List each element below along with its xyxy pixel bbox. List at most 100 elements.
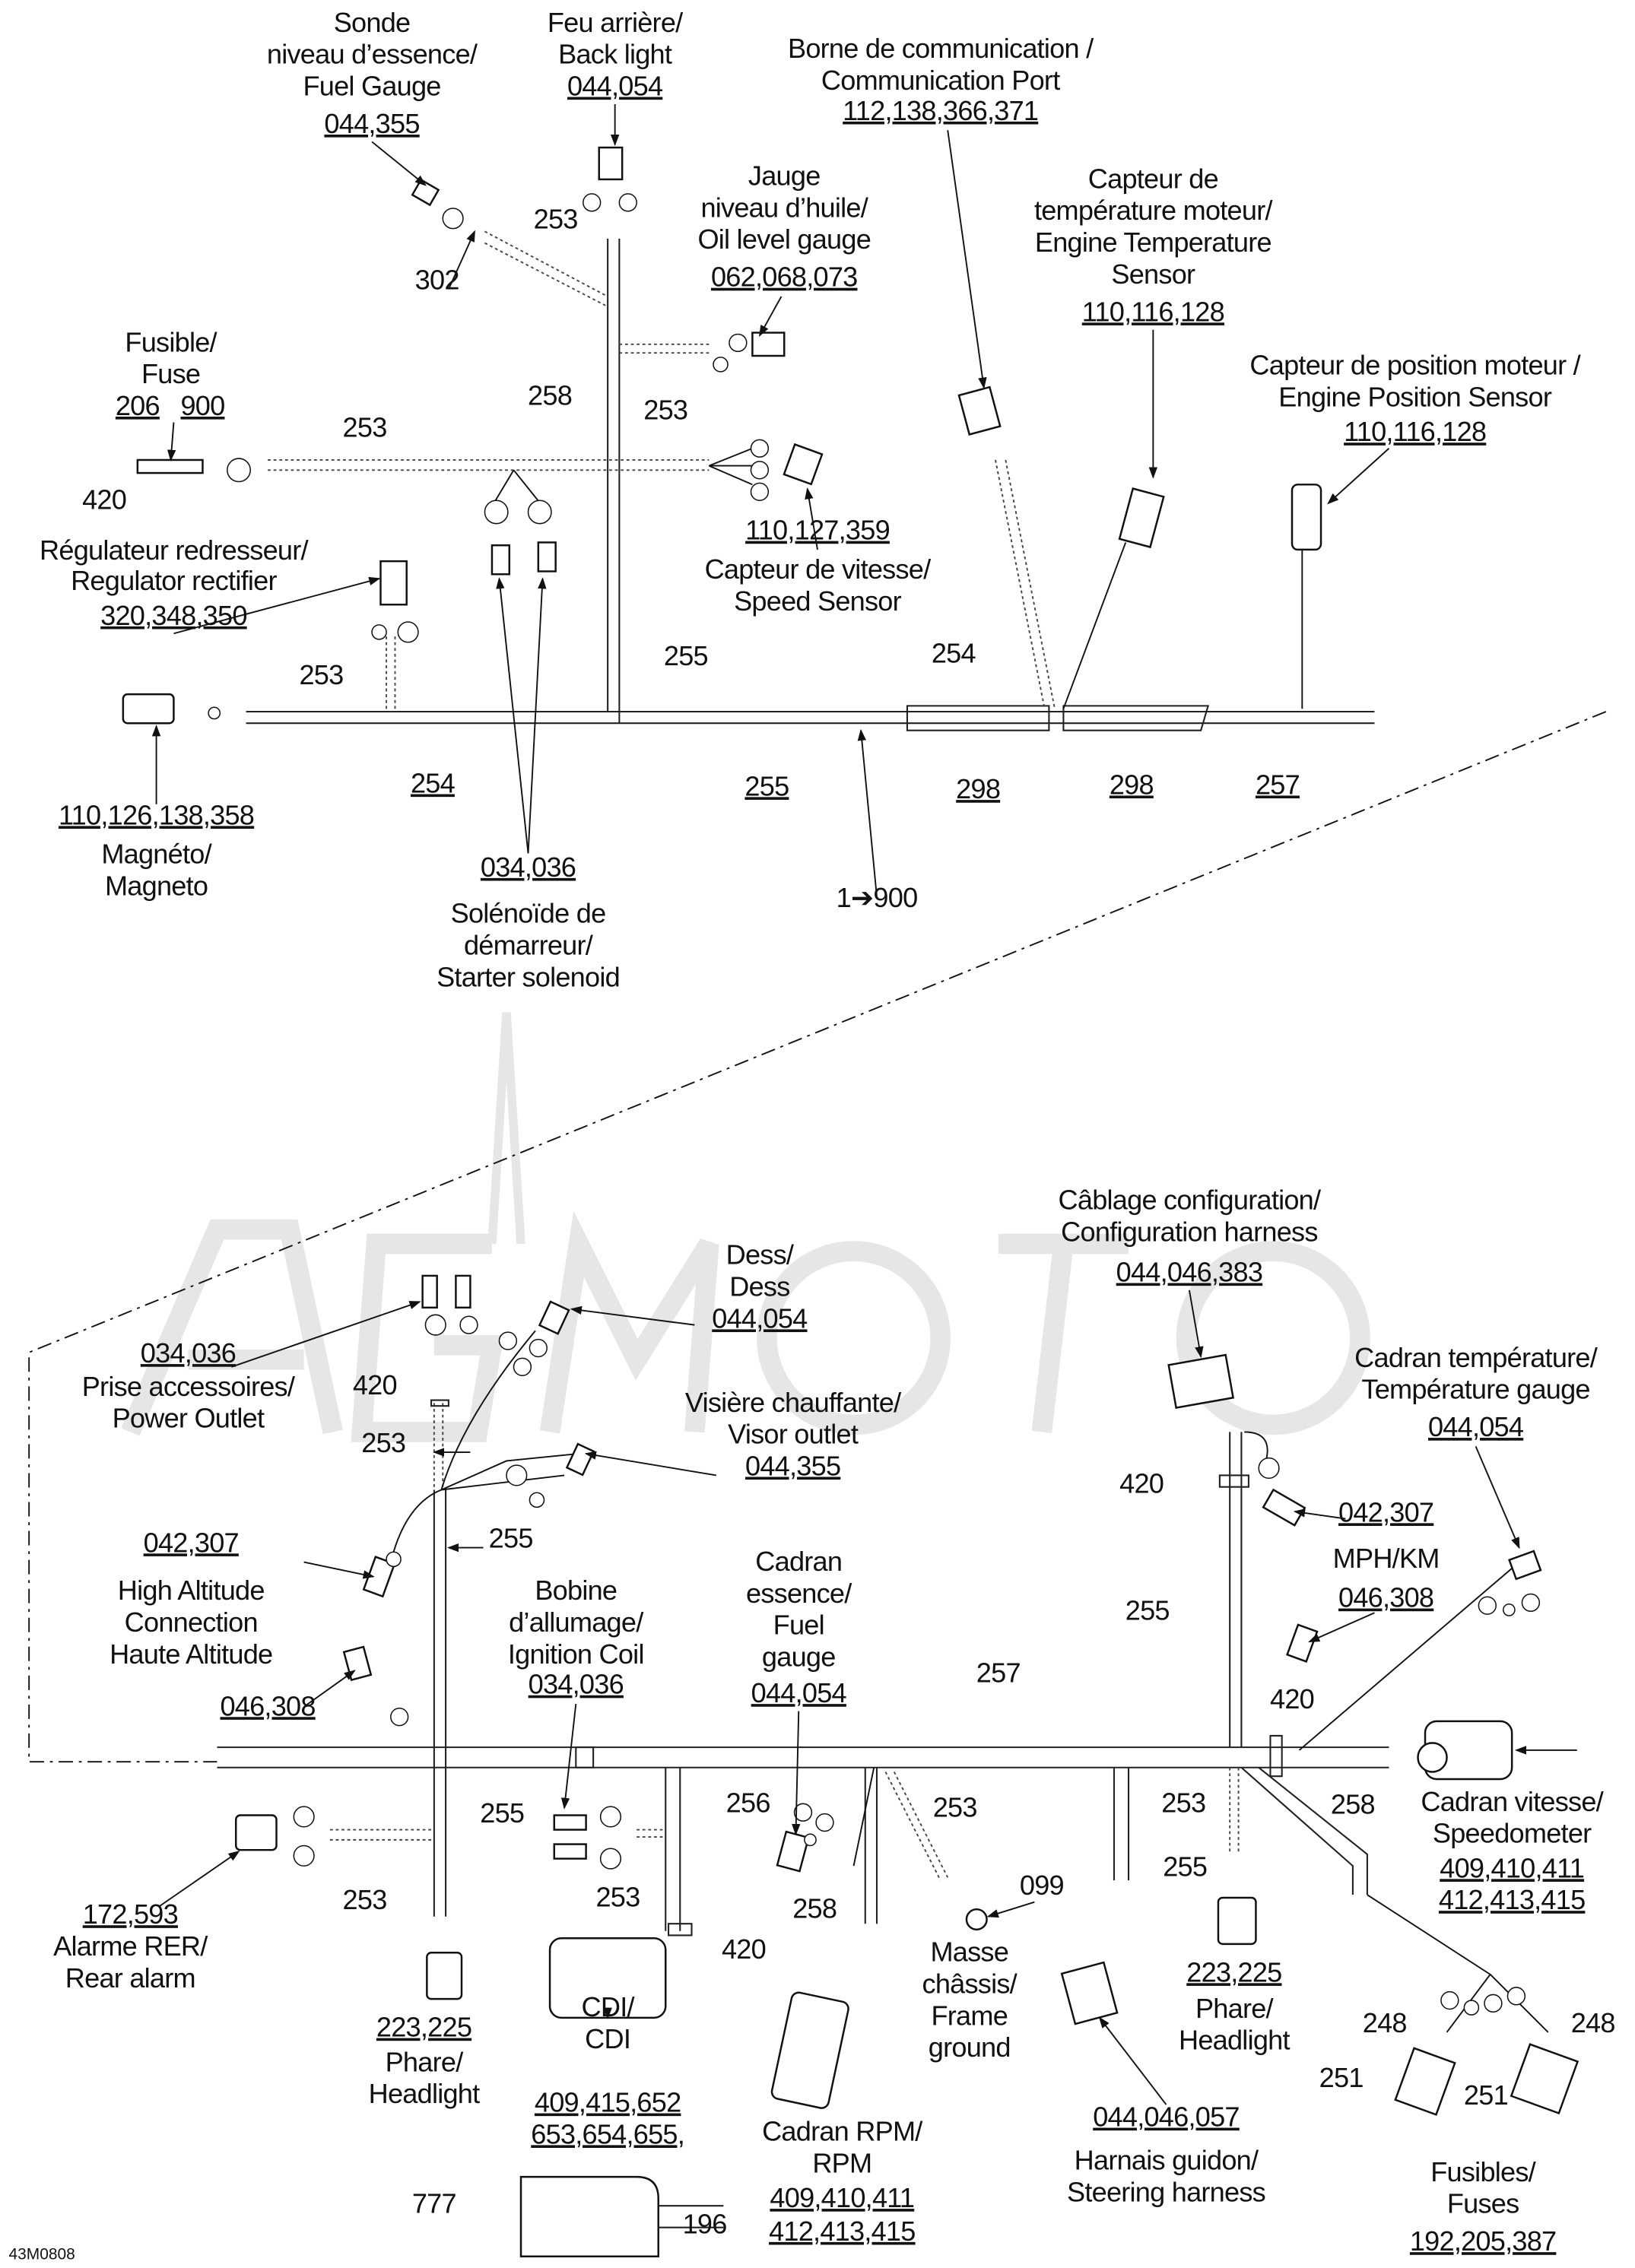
temperature-gauge-connector <box>1508 1550 1542 1581</box>
part-number: 412,413,415 <box>1439 1884 1586 1915</box>
callout-text: niveau d’essence/ <box>267 39 478 70</box>
callout-text: Fuel Gauge <box>303 71 440 102</box>
part-number: 110,116,128 <box>1082 296 1224 327</box>
part-number: 206 <box>116 390 160 421</box>
leader-arrow <box>303 1670 356 1708</box>
leader-arrow <box>1188 1289 1204 1359</box>
solenoid-connector-1 <box>490 544 511 576</box>
leader-arrow <box>158 1851 240 1908</box>
callout-text: Speed Sensor <box>734 585 902 617</box>
callout-text: Headlight <box>369 2078 481 2109</box>
wire-ref-254: 254 <box>932 637 976 668</box>
diagram-id: 43M0808 <box>9 2246 75 2263</box>
wire-ref-253: 253 <box>1161 1787 1205 1819</box>
wire-ref-253: 253 <box>534 204 578 235</box>
part-number: 409,410,411 <box>1440 1852 1584 1883</box>
wire-ref-257: 257 <box>1256 769 1300 800</box>
top-connectors <box>122 146 1322 725</box>
part-number: 110,126,138,358 <box>59 799 254 830</box>
power-outlet-terminal-2 <box>455 1274 471 1309</box>
callout-configuration-harness: Câblage configuration/Configuration harn… <box>1059 1184 1322 1287</box>
callout-text: Solénoïde de <box>451 898 606 929</box>
callout-text: Phare/ <box>386 2046 465 2077</box>
callout-text: Régulateur redresseur/ <box>40 534 309 566</box>
callout-text: ground <box>929 2032 1011 2063</box>
wire-ref-258: 258 <box>792 1893 837 1924</box>
part-number: 112,138,366,371 <box>843 95 1038 126</box>
callout-text: Cadran <box>755 1546 842 1577</box>
callout-text: Frame <box>931 2000 1008 2031</box>
part-number: 172,593 <box>83 1898 178 1930</box>
leader-lines <box>151 103 1577 2105</box>
dess-connector <box>538 1300 570 1335</box>
part-number: 409,415,652 <box>535 2087 681 2118</box>
callout-text: Speedometer <box>1433 1818 1592 1849</box>
callout-text: Sonde <box>334 7 411 38</box>
wire-ref-255: 255 <box>664 640 708 671</box>
callout-text: Câblage configuration/ <box>1059 1184 1322 1215</box>
callout-temperature-gauge: Cadran température/Température gauge044,… <box>1354 1342 1598 1442</box>
leader-arrow <box>805 487 818 550</box>
wire-ref-253: 253 <box>299 659 343 690</box>
leader-arrow <box>570 1305 695 1326</box>
callout-ground-099: 099 <box>1020 1870 1065 1901</box>
wire-ref-255: 255 <box>744 770 789 801</box>
callout-text: Phare/ <box>1195 1993 1275 2024</box>
wire-ref-298: 298 <box>1110 769 1154 800</box>
mph-km-046-308-connector <box>1286 1623 1319 1663</box>
callout-text: 1➔900 <box>837 882 918 913</box>
leader-arrow <box>1327 448 1390 505</box>
solenoid-connector-2 <box>537 541 557 573</box>
callout-text: Steering harness <box>1067 2176 1265 2207</box>
callout-text: Borne de communication / <box>788 33 1094 64</box>
callout-text: Ignition Coil <box>508 1638 644 1670</box>
part-number: 653,654,655, <box>531 2118 684 2149</box>
leader-arrow <box>496 577 529 854</box>
callout-text: Power Outlet <box>113 1403 265 1434</box>
wire-ref-253: 253 <box>343 412 387 443</box>
fuse-block-left <box>1394 2047 1456 2116</box>
part-number: 223,225 <box>1186 1956 1281 1987</box>
callout-text: CDI/ <box>582 1991 636 2022</box>
bottom-connectors <box>234 1274 1579 2258</box>
callout-text: Configuration harness <box>1061 1216 1317 1247</box>
leader-arrow <box>371 141 427 186</box>
callout-text: châssis/ <box>922 1968 1018 2000</box>
fuse-block-right <box>1510 2043 1579 2115</box>
callout-text: High Altitude <box>118 1575 265 1606</box>
leader-arrow <box>231 1301 421 1368</box>
visor-connector <box>565 1442 595 1477</box>
callout-text: essence/ <box>746 1578 852 1609</box>
callout-text: Headlight <box>1179 2025 1291 2056</box>
oil-level-connector <box>751 331 786 357</box>
callout-text: Fuse <box>141 358 200 389</box>
callout-text: Capteur de vitesse/ <box>705 554 932 585</box>
callout-text: Jauge <box>748 160 821 192</box>
part-number: 110,116,128 <box>1344 416 1486 447</box>
engine-temperature-connector <box>1118 487 1165 549</box>
callout-text: Cadran RPM/ <box>762 2116 923 2147</box>
callout-text: Sensor <box>1111 259 1195 290</box>
section-boundary <box>28 711 1607 1763</box>
leader-arrow <box>758 296 783 338</box>
part-number: 034,036 <box>481 852 576 883</box>
leader-arrow <box>167 422 176 462</box>
ignition-coil-terminal-1 <box>553 1814 587 1831</box>
wire-ref-255: 255 <box>1163 1851 1207 1882</box>
callout-fuse-206: 206 <box>116 390 160 421</box>
part-number: 062,068,073 <box>711 262 858 293</box>
callout-text: Cadran vitesse/ <box>1421 1786 1604 1817</box>
wire-ref-777: 777 <box>412 2188 456 2219</box>
part-number: 223,225 <box>376 2012 471 2043</box>
wire-ref-196: 196 <box>683 2208 727 2239</box>
component-777 <box>519 2175 659 2258</box>
